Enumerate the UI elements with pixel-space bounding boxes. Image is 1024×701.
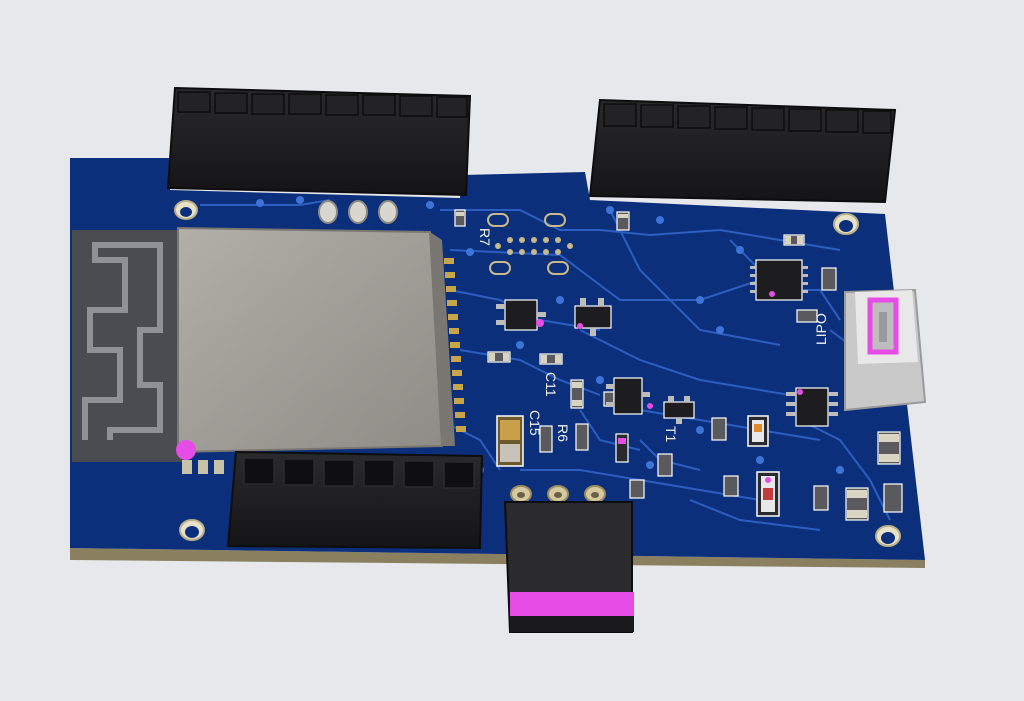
header-bottom-pins — [503, 501, 634, 633]
smd-passives — [454, 209, 903, 521]
label-c15: C15 — [527, 410, 543, 436]
lipo-connector — [844, 288, 927, 412]
led-1 — [747, 415, 769, 447]
led-2 — [756, 471, 780, 517]
label-r6: R6 — [555, 424, 571, 442]
module-shield — [177, 226, 444, 454]
header-top-right — [588, 98, 897, 204]
ic-soic8 — [786, 387, 838, 427]
pcb-edge — [70, 548, 925, 568]
label-lipo: LIPO — [813, 313, 829, 345]
header-top-left — [166, 86, 472, 197]
ic-sot23-1 — [496, 299, 546, 331]
label-t1: T1 — [663, 426, 679, 443]
antenna-trace — [82, 242, 163, 440]
pin1-marker — [176, 440, 196, 460]
diode-small — [615, 433, 629, 463]
ic-sot23-3 — [606, 377, 653, 415]
capacitor-c15 — [496, 415, 524, 467]
ic-sot23-2 — [574, 298, 612, 336]
module-pads — [444, 258, 466, 432]
label-r7: R7 — [477, 228, 493, 246]
pad-cluster — [487, 213, 569, 275]
header-bottom — [226, 450, 484, 550]
ic-qfn — [750, 259, 808, 301]
transistor-t1 — [663, 396, 695, 424]
label-c11: C11 — [543, 372, 559, 397]
through-hole-pins-top — [318, 200, 398, 224]
